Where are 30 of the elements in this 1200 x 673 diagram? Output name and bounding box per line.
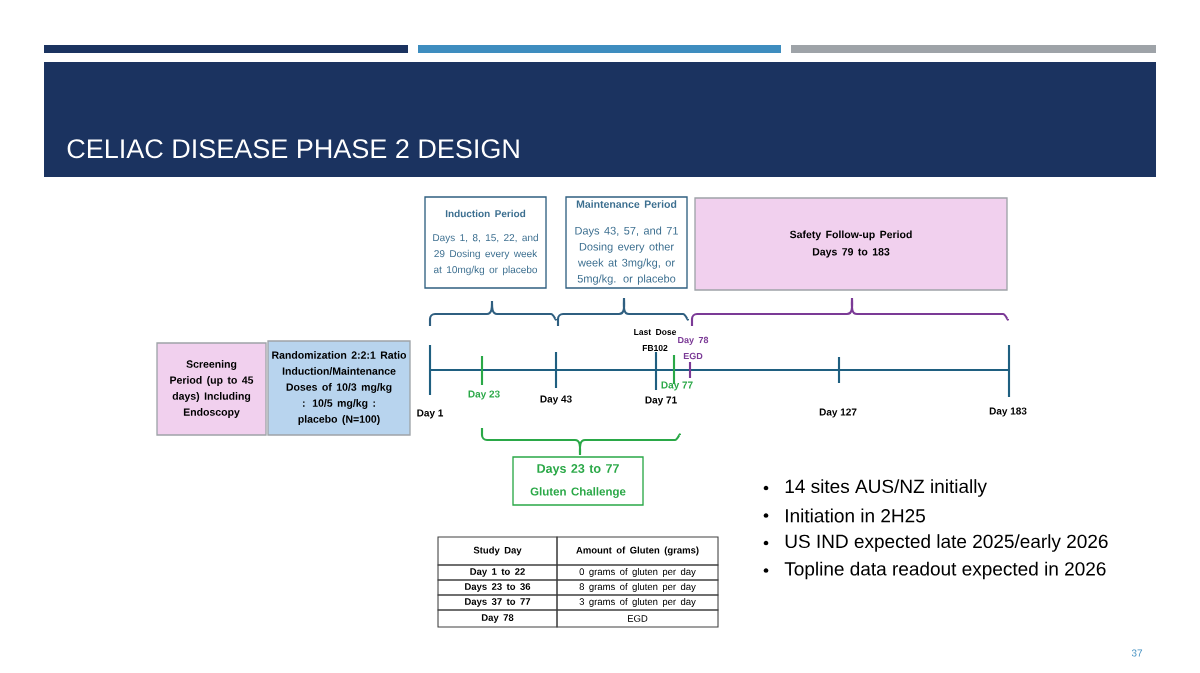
table-cell: Day 1 to 22 — [437, 564, 558, 581]
table-cell: Days 23 to 36 — [437, 579, 558, 596]
table-cell: Days 37 to 77 — [437, 594, 558, 611]
day-label: Day 183 — [989, 407, 1027, 417]
table-cell: 3 grams of gluten per day — [556, 594, 719, 611]
table-cell: 0 grams of gluten per day — [556, 564, 719, 581]
period-box: Safety Follow-up Period Days 79 to 183 — [694, 197, 1008, 291]
table-cell: Study Day — [437, 536, 558, 566]
day-label: Day 127 — [819, 408, 857, 418]
bullet-item: 14 sites AUS/NZ initially — [763, 479, 987, 497]
day-label: Day 23 — [468, 390, 500, 400]
table-cell: Amount of Gluten (grams) — [556, 536, 719, 566]
day-label: Day 78 EGD — [678, 336, 709, 360]
title-banner: CELIAC DISEASE PHASE 2 DESIGN — [44, 62, 1156, 177]
table-cell: EGD — [556, 609, 719, 628]
page-number: 37 — [1131, 649, 1143, 657]
table-cell: Day 78 — [437, 609, 558, 628]
day-label: Day 43 — [540, 395, 572, 405]
bullet-item: Initiation in 2H25 — [763, 508, 925, 523]
gluten-challenge-box: Days 23 to 77 Gluten Challenge — [512, 456, 644, 506]
bullet-item: US IND expected late 2025/early 2026 — [763, 534, 1108, 552]
bullet-item: Topline data readout expected in 2026 — [763, 561, 1106, 580]
screening-box: Screening Period (up to 45 days) Including Endoscopy — [156, 342, 267, 436]
day-label: Day 77 — [661, 381, 693, 391]
day-label: Day 71 — [645, 396, 677, 406]
randomization-box: Randomization 2:2:1 Ratio Induction/Maintenance Doses of 10/3 mg/kg : 10/5 mg/kg : placebo (N=100) — [267, 340, 411, 436]
period-box: Induction Period Days 1, 8, 15, 22, and 29 Dosing every week at 10mg/kg or placebo — [424, 196, 547, 289]
day-label: Last Dose FB102 — [634, 329, 677, 351]
table-cell: 8 grams of gluten per day — [556, 579, 719, 596]
period-box: Maintenance Period Days 43, 57, and 71 Dosing every other week at 3mg/kg, or 5mg/kg. or placebo — [565, 196, 688, 289]
